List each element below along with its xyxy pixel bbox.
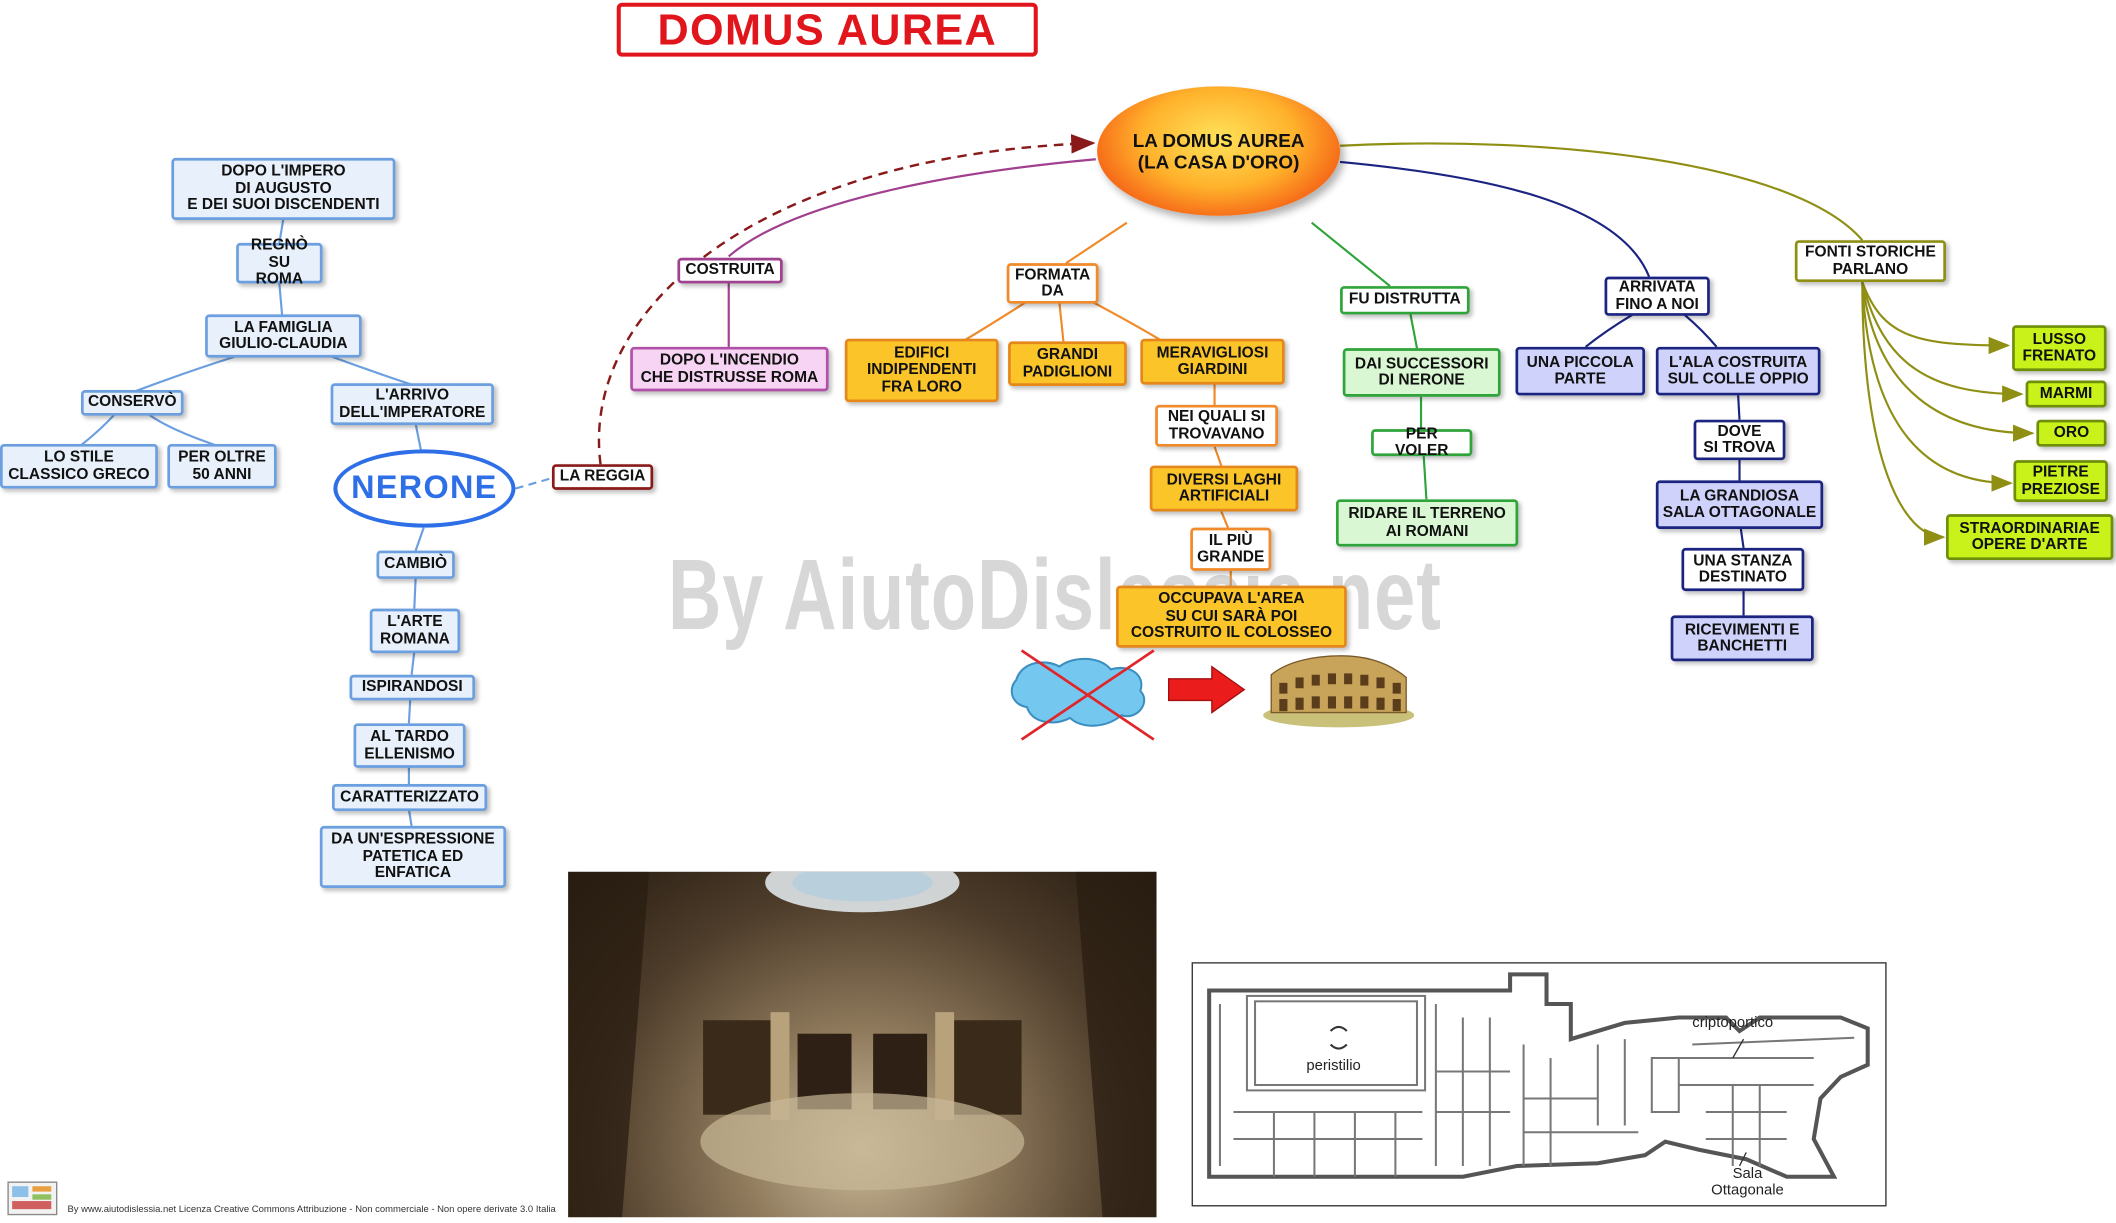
node-arte[interactable]: L'ARTE ROMANA [369,608,461,654]
node-nei-quali[interactable]: NEI QUALI SI TROVAVANO [1155,404,1278,447]
plan-label-sala: Sala Ottagonale [1711,1165,1784,1199]
node-opere[interactable]: STRAORDINARIAE OPERE D'ARTE [1945,514,2114,561]
page-title: DOMUS AUREA [616,2,1038,57]
node-dopo-impero[interactable]: DOPO L'IMPERO DI AUGUSTO E DEI SUOI DISC… [171,157,396,220]
node-padiglioni[interactable]: GRANDI PADIGLIONI [1008,341,1127,386]
node-giardini[interactable]: MERAVIGLIOSI GIARDINI [1140,338,1285,385]
node-reggia[interactable]: LA REGGIA [551,464,654,490]
node-tardo[interactable]: AL TARDO ELLENISMO [353,723,466,768]
node-stile[interactable]: LO STILE CLASSICO GRECO [0,443,158,489]
node-stanza[interactable]: UNA STANZA DESTINATO [1681,547,1805,592]
license-footer: By www.aiutodislessia.net Licenza Creati… [67,1205,556,1215]
node-piu-grande[interactable]: IL PIÙ GRANDE [1190,527,1272,571]
colosseum-icon [1263,655,1415,728]
node-caratterizzato[interactable]: CARATTERIZZATO [331,784,488,812]
node-ispirandosi[interactable]: ISPIRANDOSI [349,674,476,701]
node-distrutta[interactable]: FU DISTRUTTA [1340,286,1470,315]
plan-label-criptoportico: criptoportico [1692,1014,1774,1032]
central-topic[interactable]: LA DOMUS AUREA (LA CASA D'ORO) [1097,86,1341,216]
floor-plan: peristilio criptoportico Sala Ottagonale [1191,962,1887,1207]
lake-icon [1010,649,1155,741]
node-successori[interactable]: DAI SUCCESSORI DI NERONE [1342,348,1501,397]
node-marmi[interactable]: MARMI [2025,380,2107,408]
map-logo-icon [7,1181,58,1216]
node-ala[interactable]: L'ALA COSTRUITA SUL COLLE OPPIO [1655,346,1821,396]
plan-label-peristilio: peristilio [1306,1058,1361,1075]
node-pietre[interactable]: PIETRE PREZIOSE [2013,460,2108,503]
node-ridare[interactable]: RIDARE IL TERRENO AI ROMANI [1336,499,1519,547]
node-oro[interactable]: ORO [2036,419,2107,447]
node-occupava[interactable]: OCCUPAVA L'AREA SU CUI SARÀ POI COSTRUIT… [1116,585,1347,648]
node-oltre[interactable]: PER OLTRE 50 ANNI [167,443,277,489]
node-incendio[interactable]: DOPO L'INCENDIO CHE DISTRUSSE ROMA [630,346,829,392]
red-cross-icon [1020,649,1155,741]
node-piccola[interactable]: UNA PICCOLA PARTE [1515,346,1646,396]
node-formata[interactable]: FORMATA DA [1006,263,1099,304]
node-edifici[interactable]: EDIFICI INDIPENDENTI FRA LORO [844,338,999,403]
node-espressione[interactable]: DA UN'ESPRESSIONE PATETICA ED ENFATICA [319,825,507,888]
sala-ottagonale-photo [568,871,1157,1218]
node-famiglia[interactable]: LA FAMIGLIA GIULIO-CLAUDIA [205,314,362,358]
node-ricevimenti[interactable]: RICEVIMENTI E BANCHETTI [1670,615,1814,662]
node-arrivata[interactable]: ARRIVATA FINO A NOI [1604,276,1710,316]
nerone-topic[interactable]: NERONE [333,449,516,528]
node-laghi[interactable]: DIVERSI LAGHI ARTIFICIALI [1149,465,1299,512]
node-fonti[interactable]: FONTI STORICHE PARLANO [1794,240,1946,283]
node-dove[interactable]: DOVE SI TROVA [1693,419,1786,461]
red-arrow-icon [1167,665,1246,714]
node-sala[interactable]: LA GRANDIOSA SALA OTTAGONALE [1655,480,1824,530]
node-regno[interactable]: REGNÒ SU ROMA [236,238,323,288]
node-costruita[interactable]: COSTRUITA [677,257,783,284]
node-lusso[interactable]: LUSSO FRENATO [2012,325,2107,372]
node-conservo[interactable]: CONSERVÒ [80,390,184,416]
node-per-voler[interactable]: PER VOLER [1371,426,1473,459]
node-cambio[interactable]: CAMBIÒ [376,550,455,579]
node-arrivo[interactable]: L'ARRIVO DELL'IMPERATORE [330,383,494,426]
